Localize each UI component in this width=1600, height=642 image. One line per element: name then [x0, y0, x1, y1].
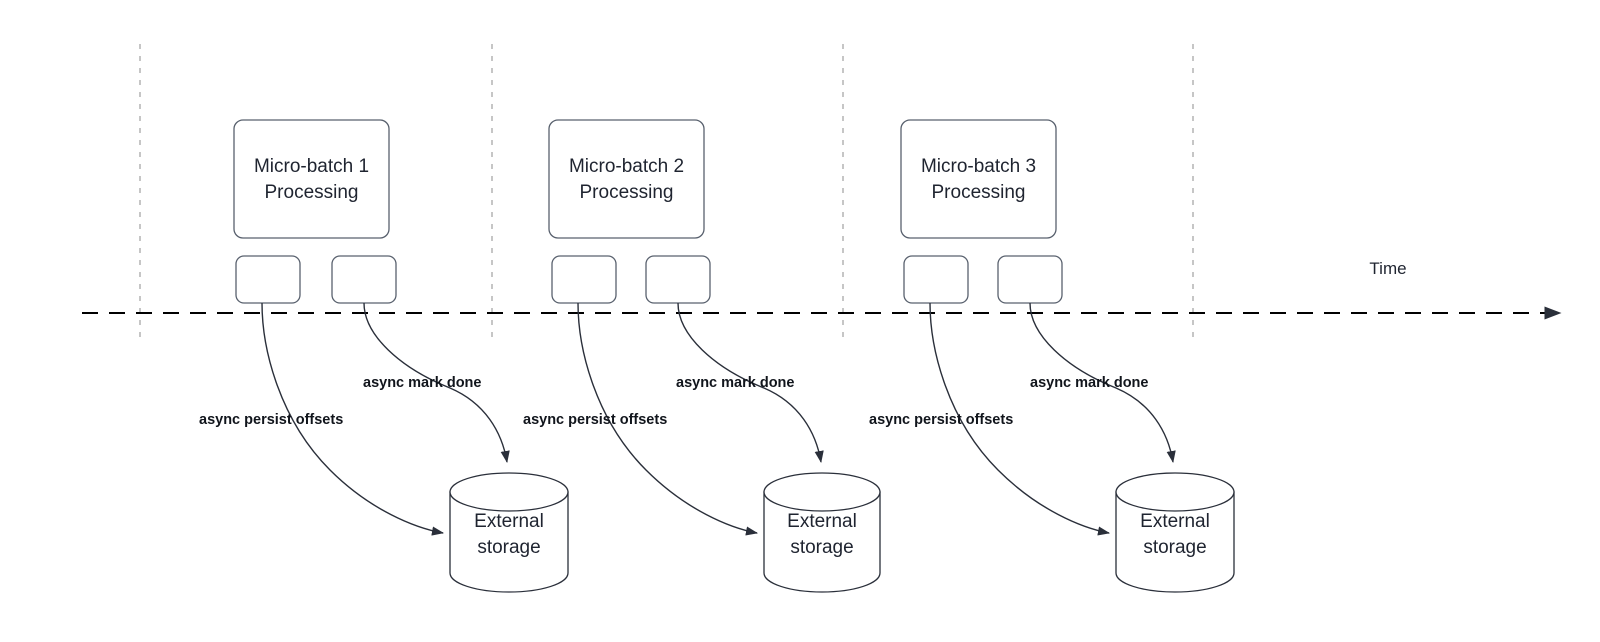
external-storage-2-label-line2: storage: [790, 537, 853, 558]
micro-batch-1-mark-done-label: async mark done: [363, 375, 481, 391]
micro-batch-2-label-line1: Micro-batch 2: [569, 156, 684, 177]
external-storage-2[interactable]: External storage: [763, 472, 881, 593]
micro-batch-3-box[interactable]: [900, 119, 1057, 239]
batch-group-3: Micro-batch 3 Processing async persist o…: [869, 119, 1235, 593]
micro-batch-3-task-box-a[interactable]: [903, 255, 969, 304]
batch-group-2: Micro-batch 2 Processing async persist o…: [523, 119, 881, 593]
batch-boundary-ticks: [139, 44, 1194, 341]
external-storage-1-label-line1: External: [474, 511, 544, 532]
micro-batch-2-label-line2: Processing: [580, 182, 674, 203]
external-storage-1-label-line2: storage: [477, 537, 540, 558]
micro-batch-3-mark-done-arrow: [1029, 302, 1176, 464]
micro-batch-3-label-line2: Processing: [932, 182, 1026, 203]
micro-batch-1-label-line2: Processing: [265, 182, 359, 203]
micro-batch-1-mark-done-arrow: [363, 302, 510, 464]
batch-group-1: Micro-batch 1 Processing async persist o…: [199, 119, 569, 593]
micro-batch-2-mark-done-label: async mark done: [676, 375, 794, 391]
external-storage-2-label-line1: External: [787, 511, 857, 532]
micro-batch-3-task-box-b[interactable]: [997, 255, 1063, 304]
time-axis-label: Time: [1369, 259, 1406, 278]
micro-batch-3-persist-offsets-arrow: [929, 302, 1111, 536]
external-storage-3-label-line2: storage: [1143, 537, 1206, 558]
micro-batch-2-persist-offsets-arrow: [577, 302, 759, 536]
micro-batch-1-task-box-b[interactable]: [331, 255, 397, 304]
micro-batch-2-box[interactable]: [548, 119, 705, 239]
micro-batch-3-mark-done-label: async mark done: [1030, 375, 1148, 391]
micro-batch-2-task-box-a[interactable]: [551, 255, 617, 304]
micro-batch-3-persist-offsets-label: async persist offsets: [869, 412, 1013, 428]
micro-batch-2-mark-done-arrow: [677, 302, 824, 464]
external-storage-1[interactable]: External storage: [449, 472, 569, 593]
micro-batch-1-label-line1: Micro-batch 1: [254, 156, 369, 177]
micro-batch-1-task-box-a[interactable]: [235, 255, 301, 304]
external-storage-3-label-line1: External: [1140, 511, 1210, 532]
micro-batch-1-box[interactable]: [233, 119, 390, 239]
time-axis: Time: [82, 259, 1562, 320]
micro-batch-1-persist-offsets-label: async persist offsets: [199, 412, 343, 428]
external-storage-3[interactable]: External storage: [1115, 472, 1235, 593]
micro-batch-2-task-box-b[interactable]: [645, 255, 711, 304]
micro-batch-3-label-line1: Micro-batch 3: [921, 156, 1036, 177]
micro-batch-2-persist-offsets-label: async persist offsets: [523, 412, 667, 428]
micro-batch-1-persist-offsets-arrow: [261, 302, 445, 536]
